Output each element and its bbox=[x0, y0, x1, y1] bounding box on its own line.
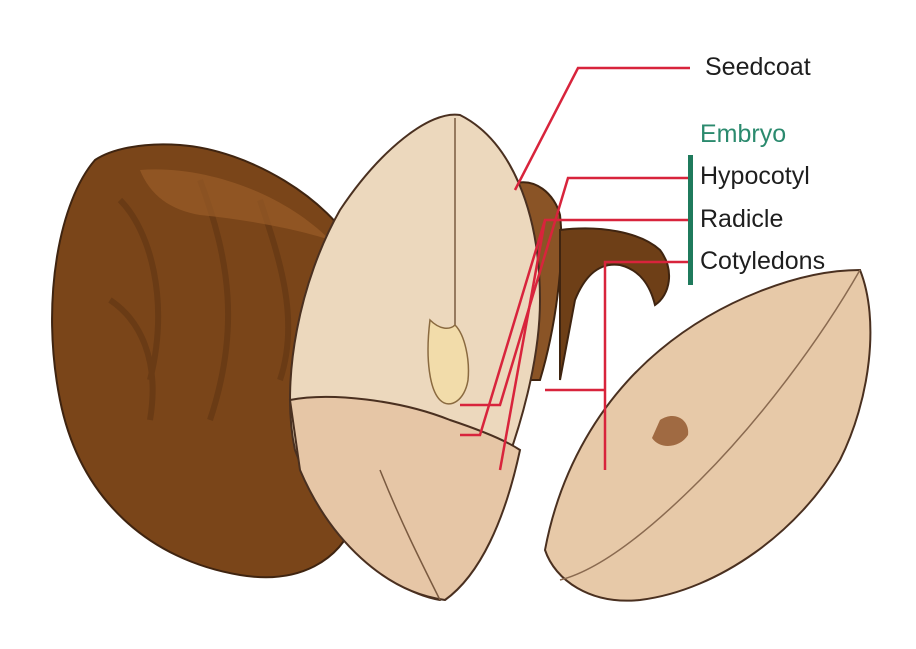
label-embryo: Embryo bbox=[700, 122, 786, 147]
label-seedcoat: Seedcoat bbox=[705, 55, 811, 80]
seedcoat-leader bbox=[515, 68, 690, 190]
label-hypocotyl: Hypocotyl bbox=[700, 164, 810, 189]
cotyledon-right bbox=[545, 270, 870, 601]
label-radicle: Radicle bbox=[700, 207, 783, 232]
label-cotyledons: Cotyledons bbox=[700, 249, 825, 274]
embryo-bracket bbox=[688, 155, 693, 285]
